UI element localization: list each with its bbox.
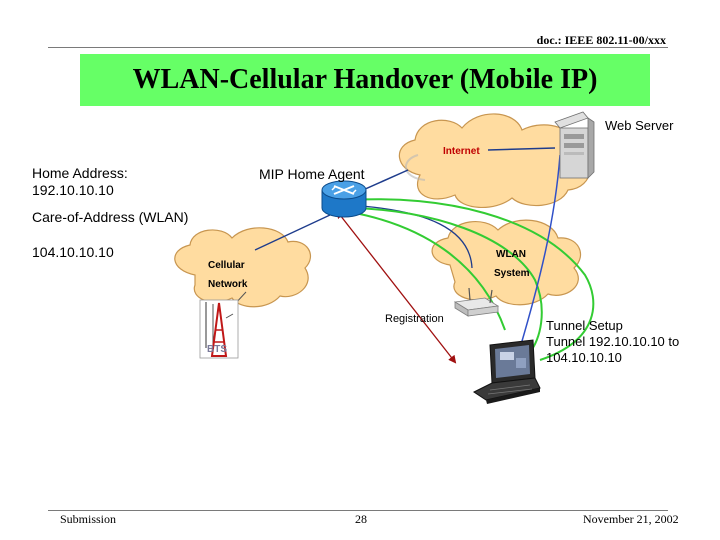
wlan-cloud-label-1: WLAN <box>496 249 526 260</box>
web-server-label: Web Server <box>605 118 674 133</box>
home-address-value: 192.10.10.10 <box>32 182 114 198</box>
page-number: 28 <box>355 512 367 526</box>
footer-date: November 21, 2002 <box>583 512 679 526</box>
laptop-icon <box>473 339 541 404</box>
bts-label: BTS <box>207 344 227 355</box>
care-of-address-value: 104.10.10.10 <box>32 244 114 260</box>
care-of-address-label: Care-of-Address (WLAN) <box>32 209 189 225</box>
cellular-cloud-label-2: Network <box>208 279 248 290</box>
bts-tower-icon <box>199 299 239 359</box>
tunnel-description: Tunnel 192.10.10.10 to <box>546 334 680 349</box>
cellular-cloud <box>174 227 311 308</box>
footer-submission: Submission <box>60 512 117 526</box>
header-divider <box>48 47 668 48</box>
internet-label: Internet <box>443 146 480 157</box>
tunnel-setup-label: Tunnel Setup <box>546 318 623 333</box>
doc-reference: doc.: IEEE 802.11-00/xxx <box>536 33 666 47</box>
router-icon <box>321 180 367 218</box>
home-address-label: Home Address: <box>32 165 128 181</box>
home-agent-label: MIP Home Agent <box>259 166 365 182</box>
footer-divider <box>48 510 668 511</box>
registration-label: Registration <box>385 313 444 325</box>
slide-title: WLAN-Cellular Handover (Mobile IP) <box>132 64 598 95</box>
cellular-cloud-label-1: Cellular <box>208 260 245 271</box>
wlan-cloud-label-2: System <box>494 268 530 279</box>
web-server-icon <box>554 111 595 179</box>
tunnel-endpoint: 104.10.10.10 <box>546 350 622 365</box>
title-band <box>80 54 650 106</box>
access-point-icon <box>453 287 500 317</box>
